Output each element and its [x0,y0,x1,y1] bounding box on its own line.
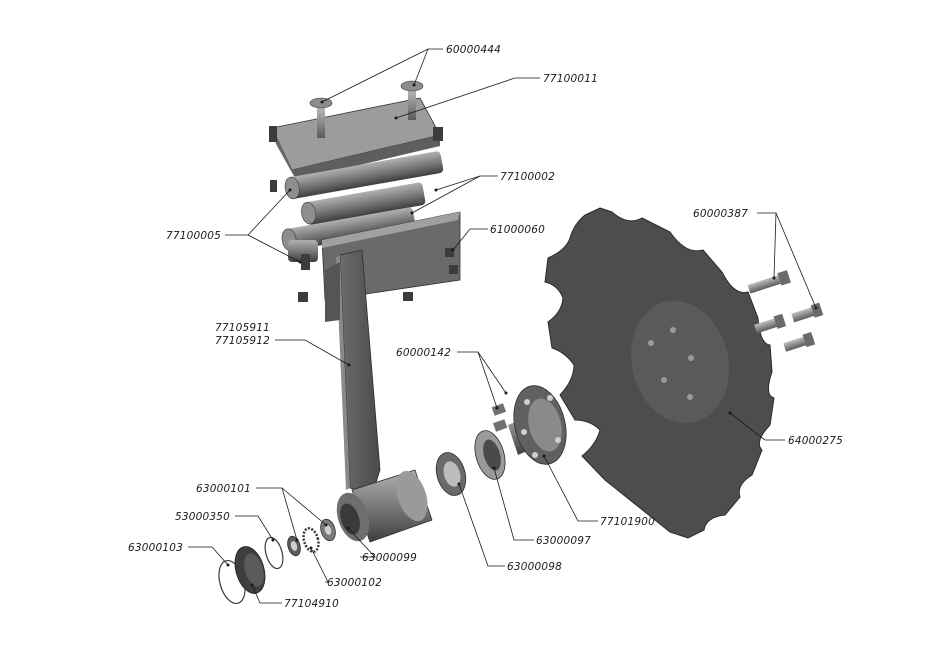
label-63000101: 63000101 [196,483,251,495]
label-63000098: 63000098 [507,561,562,573]
label-63000097: 63000097 [536,535,591,547]
label-60000444: 60000444 [446,44,501,56]
label-77100005: 77100005 [166,230,221,242]
ring-63000101-b [285,535,302,558]
label-60000387: 60000387 [693,208,748,220]
dust-cap-77104910 [230,543,270,597]
bearing-63000097 [470,427,511,483]
label-77105912: 77105912 [215,335,270,347]
label-77100002: 77100002 [500,171,555,183]
label-60000142: 60000142 [396,347,451,359]
label-64000275: 64000275 [788,435,843,447]
label-77100011: 77100011 [543,73,598,85]
label-63000102: 63000102 [327,577,382,589]
label-77101900: 77101900 [600,516,655,528]
label-77104910: 77104910 [284,598,339,610]
disc-blade [545,208,774,538]
label-63000099: 63000099 [362,552,417,564]
label-77105911: 77105911 [215,322,270,334]
label-61000060: 61000060 [490,224,545,236]
label-53000350: 53000350 [175,511,230,523]
label-63000103: 63000103 [128,542,183,554]
bearing-63000098 [431,449,470,499]
